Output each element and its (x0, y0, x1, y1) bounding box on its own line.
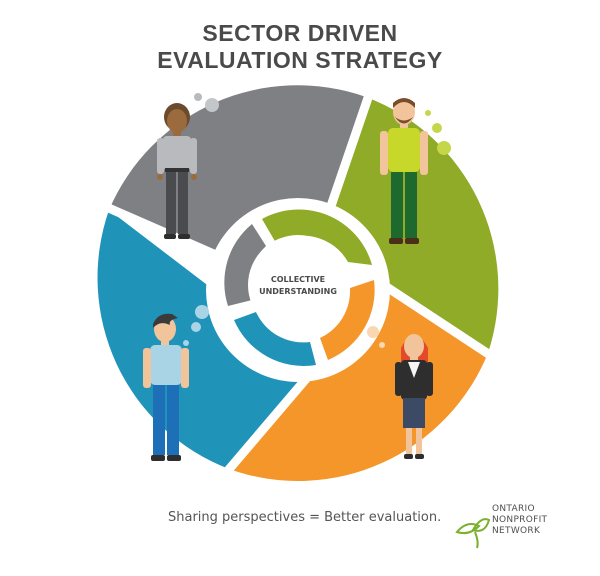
caption: Sharing perspectives = Better evaluation… (168, 510, 442, 525)
thought-bubbles (183, 93, 451, 348)
person-orange-segment (395, 334, 433, 459)
center-label-line-1: COLLECTIVE (271, 275, 325, 284)
inner-arrow-green (262, 209, 372, 265)
inner-arrow-blue (234, 312, 316, 366)
title-line-1: SECTOR DRIVEN (202, 20, 398, 46)
person-gray-segment (157, 103, 197, 239)
segment-orange (229, 280, 488, 481)
center-circle (248, 235, 348, 335)
logo-text: ONTARIO NONPROFIT NETWORK (492, 504, 547, 537)
person-green-segment (380, 98, 428, 244)
center-label-line-2: UNDERSTANDING (259, 287, 337, 296)
inner-arrow-orange (320, 280, 375, 360)
person-blue-segment (143, 313, 189, 461)
inner-arrow-gray (224, 224, 266, 306)
title-line-2: EVALUATION STRATEGY (157, 47, 443, 73)
diagram-title: SECTOR DRIVEN EVALUATION STRATEGY (0, 20, 600, 74)
segment-divider (373, 276, 496, 361)
leaf-icon (455, 518, 491, 549)
logo-line-3: NETWORK (492, 526, 541, 536)
logo-line-2: NONPROFIT (492, 515, 548, 525)
logo-line-1: ONTARIO (492, 504, 535, 514)
ontario-nonprofit-network-logo: ONTARIO NONPROFIT NETWORK (455, 502, 595, 550)
